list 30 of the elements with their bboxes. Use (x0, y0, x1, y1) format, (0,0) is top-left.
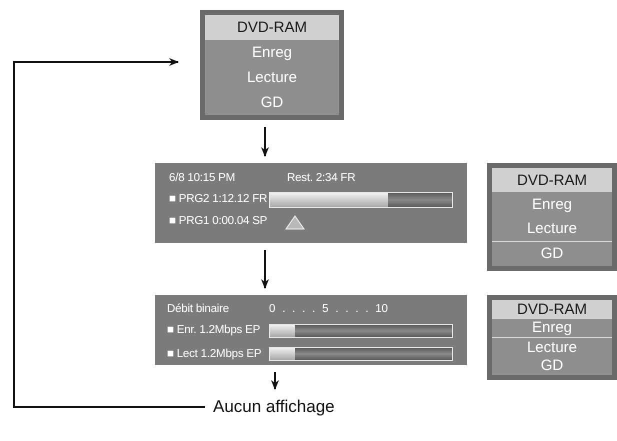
menu-header: DVD-RAM (205, 15, 339, 40)
recording-status-panel (155, 163, 467, 243)
menu-item: Lecture (492, 337, 612, 356)
menu-item: Lecture (526, 219, 578, 240)
menu-item: Enreg (530, 318, 574, 337)
program-info-text: ■ PRG1 0:00.04 SP (169, 216, 268, 228)
bitrate-info-text: ■ Lect 1.2Mbps EP (167, 349, 262, 360)
menu-item: GD (492, 240, 612, 266)
arrow (261, 250, 269, 289)
bitrate-title: Débit binaire (167, 304, 229, 316)
arrow (13, 58, 205, 408)
date-time-text: 6/8 10:15 PM (169, 173, 236, 184)
menu-item: Enreg (530, 194, 574, 215)
bitrate-info-text: ■ Enr. 1.2Mbps EP (167, 325, 260, 336)
menu-header: DVD-RAM (492, 168, 612, 192)
scale-text: 0 . . . . 5 . . . . 10 (269, 304, 388, 316)
arrow (271, 372, 279, 390)
menu-header: DVD-RAM (492, 300, 612, 318)
menu-item: Enreg (250, 43, 294, 63)
menu-panel (487, 163, 617, 271)
menu-item: GD (540, 356, 564, 375)
remaining-time-text: Rest. 2:34 FR (287, 173, 356, 184)
menu-item: Lecture (246, 68, 298, 88)
menu-panel (200, 10, 344, 120)
arrow (261, 127, 269, 157)
end-label: Aucun affichage (213, 396, 335, 418)
menu-item: GD (260, 93, 284, 113)
menu-panel (487, 295, 617, 380)
program-info-text: ■ PRG2 1:12.12 FR (169, 194, 268, 206)
bitrate-panel (155, 295, 467, 365)
